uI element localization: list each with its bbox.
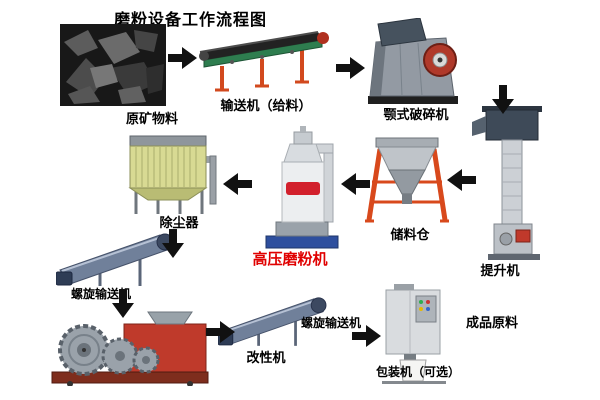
bucket-elevator-label: 提升机 xyxy=(480,263,520,278)
screw-conveyor-1-image xyxy=(56,228,186,288)
screw-conveyor-1-label: 螺旋输送机 xyxy=(70,287,131,301)
modifier-machine-image xyxy=(50,310,210,386)
bucket-elevator-image xyxy=(456,106,544,262)
arrow-right-icon xyxy=(206,320,236,344)
grinding-mill-image xyxy=(260,124,344,250)
arrow-left-icon xyxy=(340,172,370,196)
raw-material-label: 原矿物料 xyxy=(125,111,178,126)
mill-logo-badge xyxy=(286,182,320,195)
raw-material-photo xyxy=(60,24,166,106)
arrow-down-icon xyxy=(161,229,185,259)
grinding-mill-label: 高压磨粉机 xyxy=(252,251,328,268)
arrow-right-icon xyxy=(336,56,366,80)
feeder-conveyor-label: 输送机（给料） xyxy=(220,98,312,113)
feeder-conveyor-image xyxy=(196,26,334,96)
packing-machine-label: 包装机（可选） xyxy=(375,365,460,379)
jaw-crusher-image xyxy=(366,18,460,106)
arrow-left-icon xyxy=(446,168,476,192)
dust-collector-label: 除尘器 xyxy=(159,215,199,230)
finished-product-label: 成品原料 xyxy=(465,315,518,330)
arrow-left-icon xyxy=(222,172,252,196)
arrow-right-icon xyxy=(352,324,382,348)
jaw-crusher-label: 颚式破碎机 xyxy=(383,107,449,122)
arrow-right-icon xyxy=(168,46,198,70)
conveyor-legs xyxy=(220,50,304,90)
arrow-down-icon xyxy=(491,85,515,115)
packing-machine-image xyxy=(380,284,450,384)
storage-silo-label: 储料仓 xyxy=(390,227,430,242)
screw-conveyor-2-label: 螺旋输送机 xyxy=(300,316,361,330)
dust-collector-image xyxy=(124,132,218,216)
storage-silo-image xyxy=(364,136,450,226)
arrow-down-icon xyxy=(111,289,135,319)
modifier-label: 改性机 xyxy=(246,350,286,365)
